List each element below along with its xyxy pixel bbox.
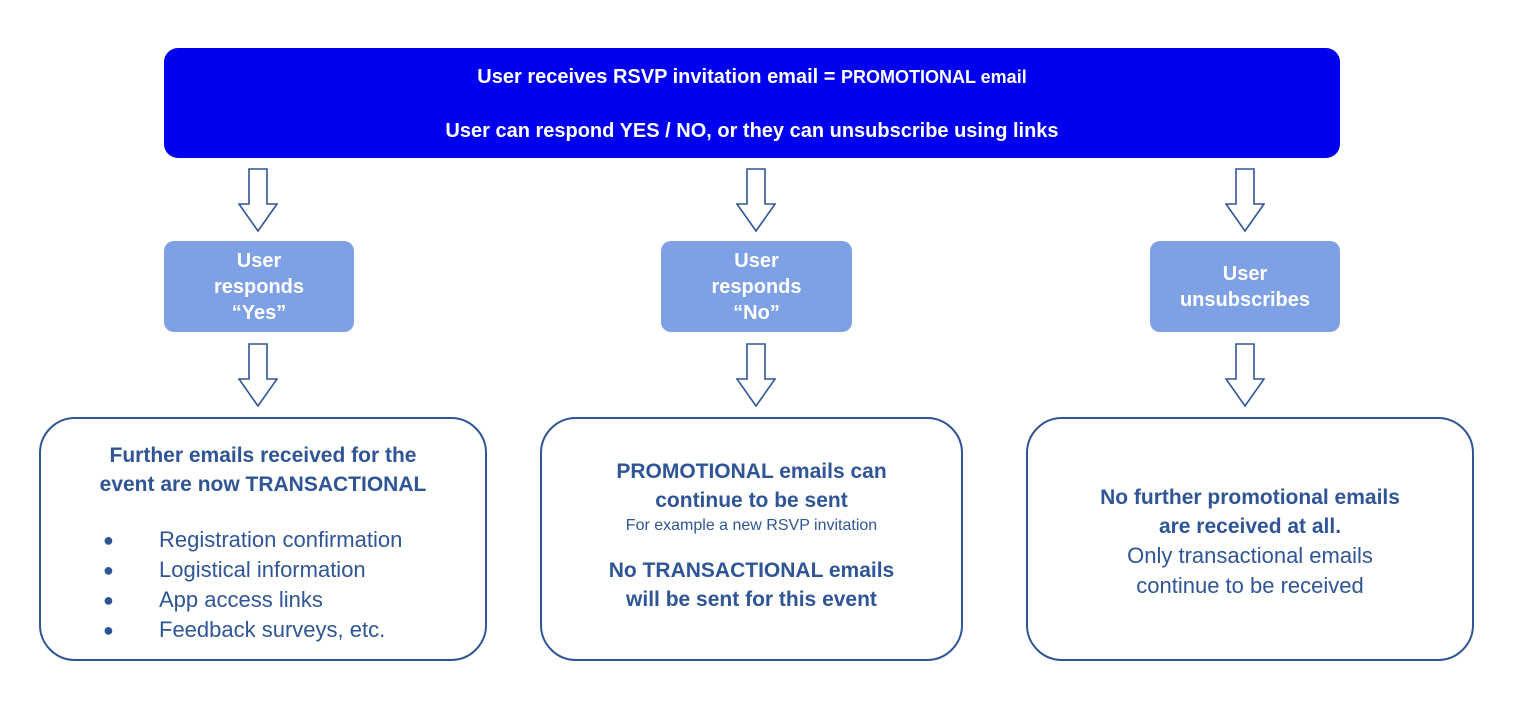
bullet-icon: ● xyxy=(103,590,114,610)
outcome-yes-heading: Further emails received for the event ar… xyxy=(41,441,485,499)
outcome-yes-list: ● Registration confirmation ● Logistical i… xyxy=(103,525,485,645)
down-arrow-icon xyxy=(736,168,776,233)
branch-yes-box: User responds “Yes” xyxy=(164,241,354,332)
outcome-unsub-heading-line-1: No further promotional emails xyxy=(1100,486,1400,509)
list-item: ● Logistical information xyxy=(103,555,485,585)
outcome-unsub-heading-line-2: are received at all. xyxy=(1158,515,1342,538)
rsvp-invitation-banner: User receives RSVP invitation email = PR… xyxy=(164,48,1340,158)
outcome-unsubscribe-card: No further promotional emails are receiv… xyxy=(1026,417,1474,661)
outcome-unsub-body-line-1: Only transactional emails xyxy=(1127,543,1373,568)
list-item: ● App access links xyxy=(103,585,485,615)
bullet-icon: ● xyxy=(103,530,114,550)
outcome-no-heading: PROMOTIONAL emails can continue to be se… xyxy=(542,457,961,515)
down-arrow-icon xyxy=(238,343,278,408)
bullet-icon: ● xyxy=(103,560,114,580)
list-item-text: Logistical information xyxy=(159,557,366,582)
down-arrow-icon xyxy=(736,343,776,408)
down-arrow-icon xyxy=(1225,343,1265,408)
list-item-text: Feedback surveys, etc. xyxy=(159,617,386,642)
branch-no-box: User responds “No” xyxy=(661,241,852,332)
branch-no-line-1: User xyxy=(734,249,779,272)
outcome-no-heading-line-1: PROMOTIONAL emails can xyxy=(616,460,887,483)
outcome-unsub-heading: No further promotional emails are receiv… xyxy=(1028,483,1472,541)
banner-line-1: User receives RSVP invitation email = PR… xyxy=(164,66,1340,89)
branch-yes-line-3: “Yes” xyxy=(231,301,287,324)
branch-no-line-3: “No” xyxy=(733,301,780,324)
outcome-no-footer-line-1: No TRANSACTIONAL emails xyxy=(608,559,895,582)
bullet-icon: ● xyxy=(103,620,114,640)
branch-unsub-line-1: User xyxy=(1222,262,1268,285)
branch-unsubscribe-box: User unsubscribes xyxy=(1150,241,1340,332)
branch-yes-line-1: User xyxy=(236,249,282,272)
down-arrow-icon xyxy=(238,168,278,233)
outcome-unsub-body-line-2: continue to be received xyxy=(1136,573,1364,598)
outcome-unsub-body: Only transactional emails continue to be… xyxy=(1028,541,1472,601)
branch-yes-line-2: responds xyxy=(213,275,305,298)
outcome-no-note: For example a new RSVP invitation xyxy=(625,517,878,534)
branch-unsub-line-2: unsubscribes xyxy=(1179,288,1311,311)
outcome-no-footer: No TRANSACTIONAL emails will be sent for… xyxy=(542,556,961,614)
banner-line-2: User can respond YES / NO, or they can u… xyxy=(445,120,1059,142)
outcome-no-footer-line-2: will be sent for this event xyxy=(626,588,877,611)
list-item: ● Registration confirmation xyxy=(103,525,485,555)
list-item-text: App access links xyxy=(159,587,323,612)
outcome-no-heading-line-2: continue to be sent xyxy=(655,489,848,512)
outcome-yes-card: Further emails received for the event ar… xyxy=(39,417,487,661)
outcome-yes-heading-line-2: event are now TRANSACTIONAL xyxy=(99,473,427,496)
branch-no-line-2: responds xyxy=(711,275,802,298)
banner-line-1-emph: PROMOTIONAL email xyxy=(841,67,1027,87)
down-arrow-icon xyxy=(1225,168,1265,233)
outcome-no-card: PROMOTIONAL emails can continue to be se… xyxy=(540,417,963,661)
outcome-yes-heading-line-1: Further emails received for the xyxy=(109,444,417,467)
list-item: ● Feedback surveys, etc. xyxy=(103,615,485,645)
banner-line-1-text: User receives RSVP invitation email = xyxy=(477,66,841,88)
list-item-text: Registration confirmation xyxy=(159,527,403,552)
